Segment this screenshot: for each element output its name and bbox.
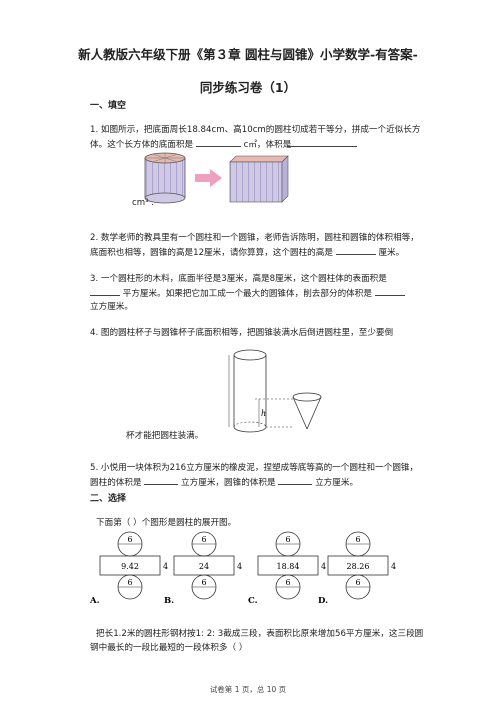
- question-7-line2: 钢中最长的一段比最短的一段体积多（ ）: [90, 643, 248, 653]
- question-2-unit: 厘米。: [378, 248, 405, 258]
- question-1-text: 体。这个长方体的底面积是: [90, 140, 194, 150]
- option-c[interactable]: 6 18.84 4 6C.: [248, 531, 326, 606]
- question-3-line3: 立方厘米。: [90, 302, 133, 312]
- question-5-text-b: 立方厘米，圆锥的体积是: [181, 478, 276, 488]
- net-bottom-label: 6: [355, 578, 360, 587]
- question-2-text: 底面积也相等，圆锥的高是12厘米，请你算算，这个圆柱的高是: [90, 248, 333, 258]
- arrow-right-icon: [195, 169, 222, 187]
- option-b[interactable]: 6 24 4 6B.: [164, 531, 242, 606]
- question-2-line2: 底面积也相等，圆锥的高是12厘米，请你算算，这个圆柱的高是 厘米。: [90, 245, 450, 260]
- net-top-label: 6: [127, 535, 132, 544]
- net-rect-label: 24: [199, 562, 209, 571]
- option-letter: D.: [318, 596, 328, 606]
- answer-blank-5b[interactable]: [278, 475, 313, 485]
- net-side-label: 4: [163, 562, 168, 571]
- question-3-line2: 平方厘米。如果把它加工成一个最大的圆锥体，削去部分的体积是: [90, 286, 405, 301]
- question-1-line2: 体。这个长方体的底面积是 c㎡，体积是: [90, 137, 291, 152]
- cuboid-side: [281, 155, 289, 203]
- cylinder-bottom: [144, 192, 186, 204]
- page-footer: 试卷第 1 页，总 10 页: [209, 685, 287, 694]
- option-a[interactable]: 6 9.42 4 6A.: [89, 531, 168, 606]
- answer-blank-2[interactable]: [335, 245, 376, 255]
- question-3-line1: 3. 一个圆柱形的木料，底面半径是3厘米，高是8厘米，这个圆柱体的表面积是: [90, 274, 387, 284]
- page-subtitle: 同步练习卷（1）: [199, 80, 297, 95]
- question-4-line2: 杯才能把圆柱装满。: [126, 431, 204, 441]
- question-5-line2: 圆柱的体积是 立方厘米，圆锥的体积是 立方厘米。: [90, 475, 358, 490]
- option-d[interactable]: 6 28.26 4 6D.: [318, 531, 396, 606]
- section-choice-heading: 二、选择: [90, 494, 127, 504]
- label-h: h: [261, 409, 266, 418]
- cylinder-cut-figure: [144, 152, 289, 204]
- answer-blank-5a[interactable]: [144, 475, 179, 485]
- page-title: 新人教版六年级下册《第３章 圆柱与圆锥》小学数学-有答案-: [78, 47, 418, 62]
- question-6-text: 下面第（ ）个图形是圆柱的展开图。: [96, 518, 237, 528]
- question-5-line1: 5. 小悦用一块体积为216立方厘米的橡皮泥，捏塑成等底等高的一个圆柱和一个圆锥…: [90, 463, 419, 473]
- net-bottom-label: 6: [127, 578, 132, 587]
- question-4-line1: 4. 图的圆柱杯子与圆锥杯子底面积相等，把圆锥装满水后倒进圆柱里，至少要倒: [90, 328, 394, 338]
- question-5-text-c: 立方厘米。: [315, 478, 359, 488]
- cylinder-cone-figure: 3h h: [228, 349, 322, 433]
- answer-blank-3b[interactable]: [374, 286, 405, 296]
- net-rect-label: 9.42: [121, 562, 139, 571]
- option-letter: C.: [248, 596, 258, 606]
- net-rect-label: 18.84: [277, 562, 300, 571]
- question-1-line1: 1. 如图所示，把底面周长18.84cm、高10cm的圆柱切成若干等分，拼成一个…: [90, 125, 421, 135]
- answer-blank-1a[interactable]: [195, 137, 241, 147]
- net-bottom-label: 6: [285, 578, 290, 587]
- cylinder-body: [144, 157, 186, 199]
- question-3-text: 平方厘米。如果把它加工成一个最大的圆锥体，削去部分的体积是: [122, 289, 372, 299]
- net-top-label: 6: [355, 535, 360, 544]
- net-side-label: 4: [321, 562, 326, 571]
- net-top-label: 6: [285, 535, 290, 544]
- question-1-volume: [231, 137, 357, 152]
- question-7-line1: 把长1.2米的圆柱形钢材按1: 2: 3截成三段，表面积比原来增加56平方厘米，…: [96, 629, 424, 639]
- option-letter: B.: [164, 596, 174, 606]
- net-rect-label: 28.26: [347, 562, 370, 571]
- net-bottom-label: 6: [201, 578, 206, 587]
- net-side-label: 4: [391, 562, 396, 571]
- question-1-unit: c㎡，体积是: [243, 140, 292, 150]
- cuboid-top: [229, 155, 289, 163]
- option-letter: A.: [89, 596, 100, 606]
- net-side-label: 4: [237, 562, 242, 571]
- cuboid-front: [229, 161, 283, 203]
- net-top-label: 6: [201, 535, 206, 544]
- section-fill-in-heading: 一、填空: [90, 101, 127, 111]
- question-2-line1: 2. 数学老师的教具里有一个圆柱和一个圆锥，老师告诉陈明，圆柱和圆锥的体积相等，: [90, 233, 419, 243]
- question-1-unit-cm3: cm³ .: [132, 198, 155, 208]
- answer-blank-1b[interactable]: [287, 137, 357, 147]
- net-options: 6 9.42 4 6A. 6 24 4 6B. 6 18.84 4 6C. 6 28.26 4 6D.: [89, 531, 396, 606]
- answer-blank-3a[interactable]: [90, 286, 120, 296]
- question-5-text-a: 圆柱的体积是: [90, 478, 142, 488]
